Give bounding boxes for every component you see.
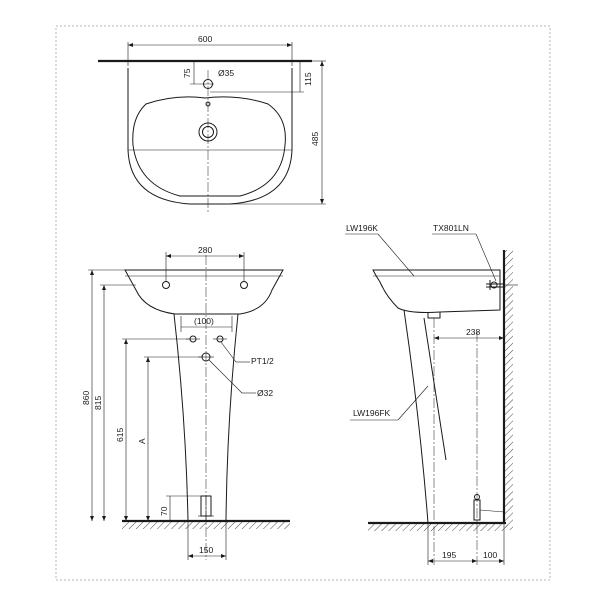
mount-hole-left — [162, 281, 170, 289]
dim-inlet-spacing-label: (100) — [194, 316, 214, 326]
dim-wall-offset-label: 100 — [483, 550, 497, 560]
dim-mount-spacing-label: 280 — [198, 245, 212, 255]
side-floor-pipe — [473, 499, 481, 521]
side-view: LW196K TX801LN LW196FK 238 195 100 — [345, 223, 518, 565]
basin-model-label: LW196K — [346, 223, 378, 233]
side-floor-hatch — [368, 524, 508, 531]
tap-hole-label: Ø35 — [218, 68, 234, 78]
side-pedestal-outline — [403, 309, 447, 524]
dim-depth-tap-label: 115 — [303, 72, 313, 86]
dim-drain-projection-label: 238 — [466, 327, 480, 337]
dim-floor-drain-label: 70 — [159, 506, 169, 516]
dim-pedestal-offset-label: 195 — [442, 550, 456, 560]
drawing-frame — [55, 25, 551, 581]
basin-bowl-outline — [132, 96, 286, 197]
dim-depth-label: 485 — [310, 132, 320, 146]
side-wall-hatch — [505, 250, 513, 530]
pedestal-model-label: LW196FK — [353, 408, 390, 418]
trap-model-label: TX801LN — [433, 223, 469, 233]
basin-outer-outline — [127, 68, 293, 205]
front-view: 280 (100) PT1/2 Ø32 860 815 615 A — [81, 245, 290, 560]
top-view: 600 75 Ø35 115 485 — [98, 34, 326, 212]
dim-drain-height-label: A — [137, 438, 147, 444]
dim-width-label: 600 — [198, 34, 212, 44]
dim-base-width-label: 150 — [199, 545, 213, 555]
dim-tap-offset-label: 75 — [182, 68, 192, 78]
side-wall-bolt — [486, 280, 504, 290]
mount-hole-right — [240, 281, 248, 289]
drain-hole-label: Ø32 — [257, 388, 273, 398]
dim-inlet-height-label: 615 — [115, 428, 125, 442]
front-basin-outline — [124, 269, 284, 315]
side-basin-outline — [372, 269, 501, 313]
inlet-thread-label: PT1/2 — [251, 356, 274, 366]
front-floor-hatch — [122, 522, 290, 529]
dim-total-height-label: 860 — [81, 391, 91, 405]
dim-rim-height-label: 815 — [93, 396, 103, 410]
